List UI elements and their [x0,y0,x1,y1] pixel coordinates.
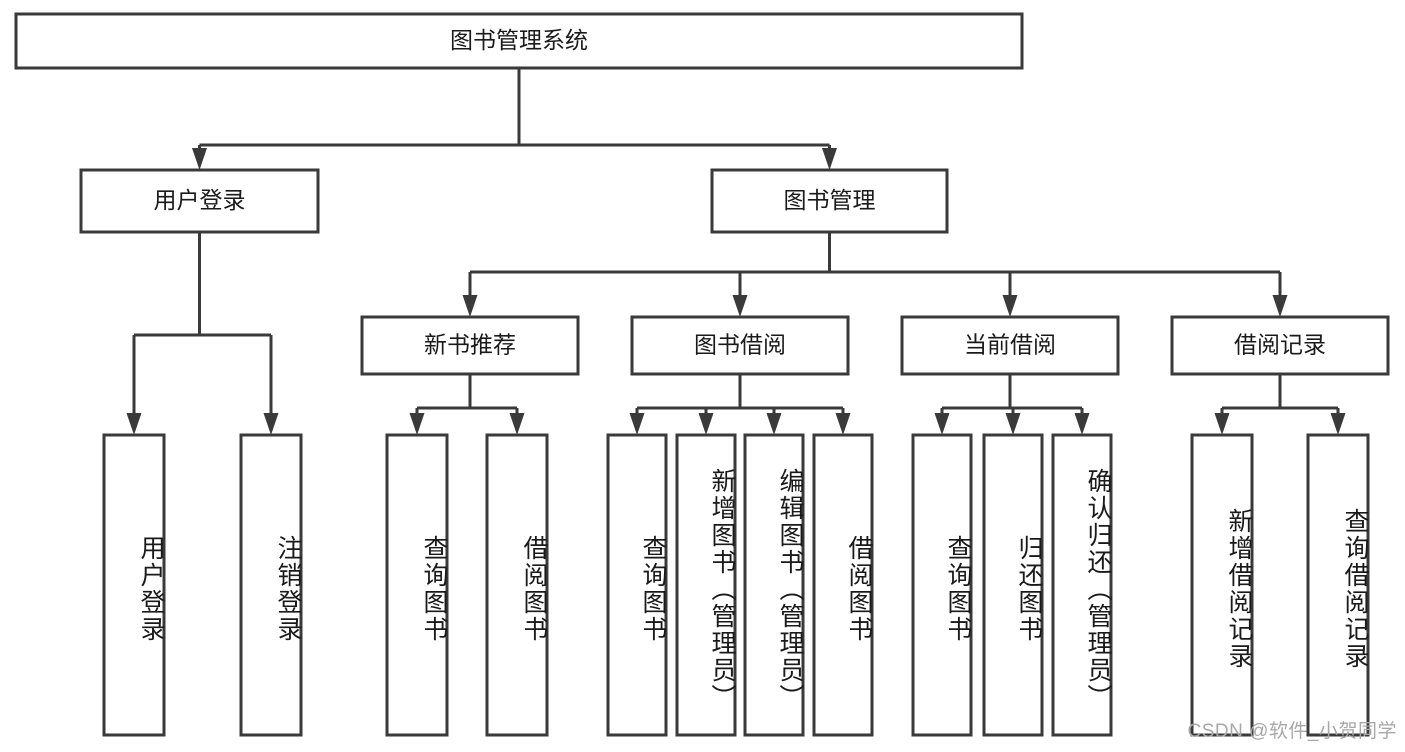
arrow-to-user-login [192,145,207,170]
node-leaf-return-book[interactable] [982,433,1044,737]
arrow-to-new-book-rec-head [462,295,478,317]
node-book-manage[interactable]: 图书管理 [710,168,949,234]
arrow-to-leaf-query-book-b-head [629,413,645,435]
node-leaf-logout-rect[interactable] [239,433,303,737]
arrow-to-leaf-add-book [698,408,714,435]
node-root-rect[interactable] [14,12,1024,70]
node-new-book-rec-label: 新书推荐 [424,332,516,358]
node-new-book-rec[interactable]: 新书推荐 [360,315,580,376]
node-leaf-user-login[interactable] [102,433,166,737]
arrow-to-leaf-query-book-c [934,408,950,435]
node-leaf-query-book-b-rect[interactable] [606,433,668,737]
arrow-to-leaf-confirm-return [1074,408,1090,435]
node-user-login-label: 用户登录 [154,187,246,213]
arrow-to-new-book-rec [462,272,478,317]
arrow-to-leaf-add-book-head [698,413,714,435]
arrow-to-leaf-borrow-book-b-head [835,413,851,435]
arrow-to-leaf-return-book-head [1005,413,1021,435]
arrow-to-leaf-borrow-book-b [835,408,851,435]
node-root[interactable]: 图书管理系统 [14,12,1024,70]
node-user-login[interactable]: 用户登录 [79,168,320,234]
node-leaf-query-book-c-rect[interactable] [911,433,973,737]
node-leaf-borrow-book-b-rect[interactable] [812,433,874,737]
arrow-to-current-borrow-head [1002,295,1018,317]
node-leaf-add-book[interactable] [675,433,737,737]
node-current-borrow-label: 当前借阅 [964,332,1056,358]
arrow-to-book-manage [822,145,837,170]
arrow-to-leaf-borrow-book-rec [509,408,525,435]
node-leaf-borrow-book-rec-rect[interactable] [485,433,549,737]
arrow-to-borrow-record [1272,272,1288,317]
arrow-to-current-borrow [1002,272,1018,317]
arrow-to-leaf-query-record [1330,408,1346,435]
node-book-borrow-label: 图书借阅 [694,332,786,358]
node-borrow-record[interactable]: 借阅记录 [1170,315,1390,376]
arrow-to-leaf-query-book-rec-head [409,413,425,435]
node-current-borrow-rect[interactable] [900,315,1120,376]
node-leaf-query-record[interactable] [1306,433,1370,737]
arrow-to-leaf-query-book-rec [409,408,425,435]
csdn-watermark: CSDN @软件_小贺同学 [1187,721,1397,742]
node-book-manage-label: 图书管理 [784,187,876,213]
arrow-to-leaf-edit-book-head [766,413,782,435]
arrow-to-leaf-query-record-head [1330,413,1346,435]
node-leaf-borrow-book-b[interactable] [812,433,874,737]
node-leaf-logout[interactable] [239,433,303,737]
node-leaf-query-book-c[interactable] [911,433,973,737]
node-leaf-add-book-rect[interactable] [675,433,737,737]
node-leaf-add-record[interactable] [1190,433,1254,737]
node-leaf-query-record-rect[interactable] [1306,433,1370,737]
node-borrow-record-label: 借阅记录 [1234,332,1326,358]
node-user-login-rect[interactable] [79,168,320,234]
node-leaf-user-login-rect[interactable] [102,433,166,737]
arrow-to-leaf-add-record [1214,408,1230,435]
node-current-borrow[interactable]: 当前借阅 [900,315,1120,376]
arrow-to-leaf-edit-book [766,408,782,435]
arrow-to-leaf-query-book-c-head [934,413,950,435]
arrow-to-book-borrow [732,272,748,317]
node-leaf-edit-book[interactable] [743,433,805,737]
arrow-to-book-borrow-head [732,295,748,317]
arrow-to-leaf-user-login-head [126,413,142,435]
node-new-book-rec-rect[interactable] [360,315,580,376]
node-leaf-confirm-return-rect[interactable] [1051,433,1113,737]
arrow-to-leaf-borrow-book-rec-head [509,413,525,435]
arrow-to-leaf-confirm-return-head [1074,413,1090,435]
node-leaf-confirm-return[interactable] [1051,433,1113,737]
arrow-to-leaf-return-book [1005,408,1021,435]
arrow-to-user-login-head [192,148,207,170]
node-leaf-return-book-rect[interactable] [982,433,1044,737]
node-leaf-edit-book-rect[interactable] [743,433,805,737]
arrow-to-book-manage-head [822,148,837,170]
arrow-to-leaf-logout [263,335,279,435]
arrow-to-leaf-logout-head [263,413,279,435]
node-book-borrow[interactable]: 图书借阅 [630,315,850,376]
arrow-to-leaf-add-record-head [1214,413,1230,435]
node-leaf-query-book-b[interactable] [606,433,668,737]
node-root-label: 图书管理系统 [450,27,588,53]
arrow-to-leaf-user-login [126,335,142,435]
node-leaf-query-book-rec-rect[interactable] [385,433,449,737]
node-leaf-borrow-book-rec[interactable] [485,433,549,737]
arrow-to-borrow-record-head [1272,295,1288,317]
node-leaf-query-book-rec[interactable] [385,433,449,737]
node-leaf-add-record-rect[interactable] [1190,433,1254,737]
arrow-to-leaf-query-book-b [629,408,645,435]
